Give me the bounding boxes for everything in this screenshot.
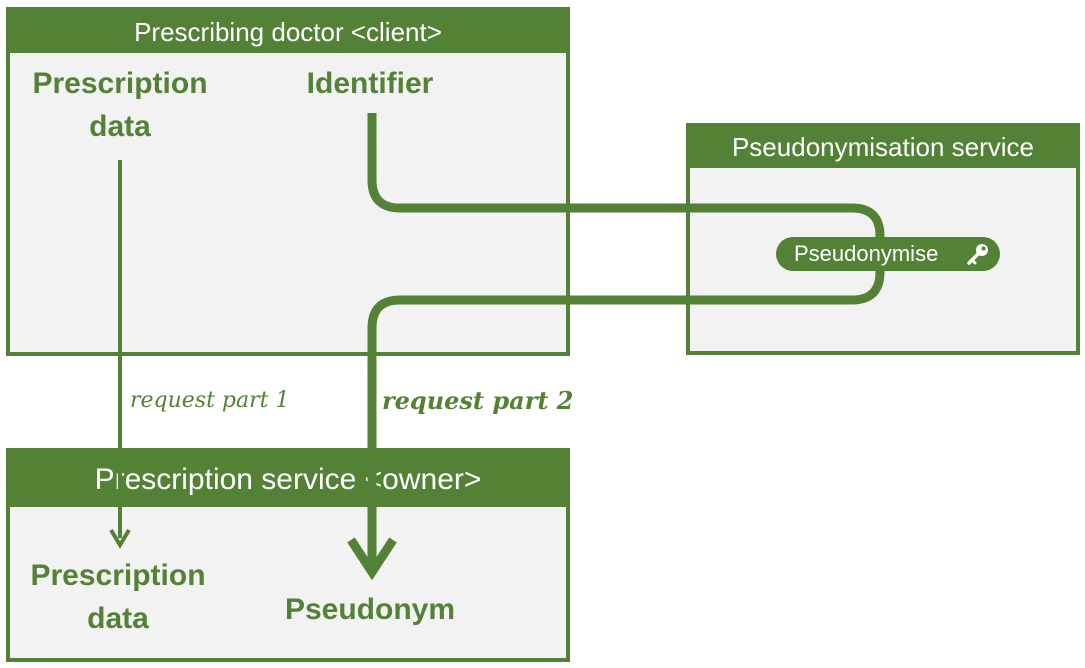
doctor-prescription-data-line-2: data [89,110,151,143]
prescription-service-title: Prescription service <owner> [10,452,566,507]
service-prescription-data-line-1: Prescription [30,559,206,592]
pseudonymise-action: Pseudonymise [776,237,1000,271]
identifier-to-pseudonymise-path [367,113,885,566]
key-icon [967,244,988,265]
doctor-prescription-data-label: Prescription data [20,62,220,148]
pseudonym-label: Pseudonym [284,593,456,626]
pseudonymisation-service-title: Pseudonymisation service [690,127,1076,168]
service-prescription-data-label: Prescription data [18,554,218,640]
pseudonymise-label: Pseudonymise [794,241,939,266]
prescription-service-box: Prescription service <owner> [6,448,570,662]
prescribing-doctor-box: Prescribing doctor <client> [6,7,570,356]
doctor-prescription-data-line-1: Prescription [32,67,208,100]
request-part-1-label: request part 1 [130,388,290,413]
prescribing-doctor-title: Prescribing doctor <client> [10,11,566,53]
request-part-2-arrowhead [347,537,397,581]
request-part-1-arrowhead [109,528,131,549]
service-prescription-data-line-2: data [87,602,149,635]
request-part-2-label: request part 2 [382,386,574,415]
identifier-label: Identifier [306,67,434,100]
